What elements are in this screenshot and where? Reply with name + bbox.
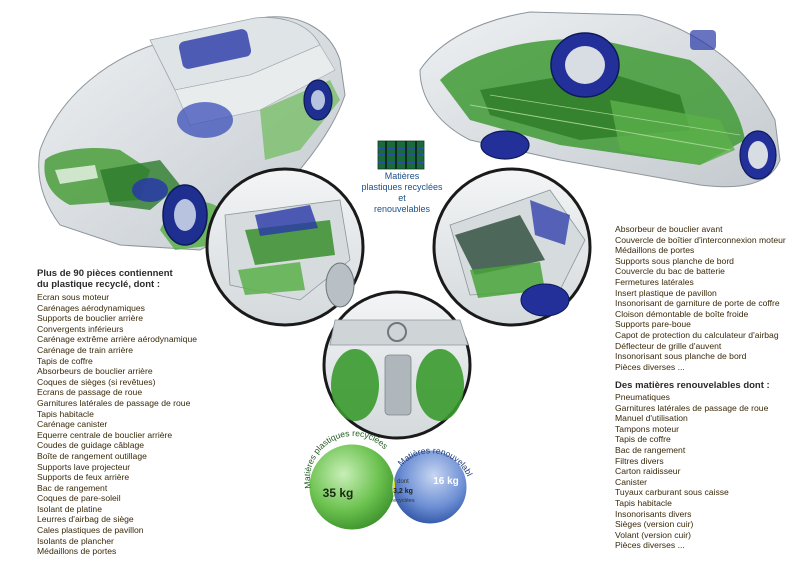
- list-item: Tapis de coffre: [615, 434, 671, 445]
- list-item: Leurres d'airbag de siège: [37, 514, 134, 525]
- list-item: Garnitures latérales de passage de roue: [615, 402, 769, 413]
- legend-swatch: [377, 140, 425, 170]
- list-item: Tuyaux carburant sous caisse: [615, 487, 729, 498]
- list-item: Pièces diverses ...: [615, 361, 685, 372]
- list-item: Filtres divers: [615, 455, 664, 466]
- venn-overlap-line1: dont: [397, 479, 409, 485]
- list-item: Médaillons de portes: [37, 546, 117, 557]
- list-item: Cales plastiques de pavillon: [37, 525, 144, 536]
- left-list-heading-line2: du plastique recyclé, dont :: [37, 279, 160, 290]
- list-item: Pièces diverses ...: [615, 540, 685, 551]
- car-underside-illustration: [419, 11, 781, 188]
- legend-line-4: renouvelables: [373, 204, 431, 214]
- list-item: Convergents inférieurs: [37, 323, 124, 334]
- list-item: Sièges (version cuir): [615, 519, 694, 530]
- list-item: Carénage de train arrière: [37, 344, 134, 355]
- list-item: Ecran sous moteur: [37, 292, 110, 302]
- list-item: Déflecteur de grille d'auvent: [615, 340, 722, 351]
- renewable-list-heading: Des matières renouvelables dont :: [615, 380, 770, 391]
- list-item: Manuel d'utilisation: [615, 413, 688, 424]
- legend-text: Matières plastiques recyclées et renouve…: [352, 171, 452, 215]
- list-item: Insonorisant de garniture de porte de co…: [615, 298, 780, 309]
- list-item: Tapis habitacle: [615, 497, 672, 508]
- list-item: Isolant de platine: [37, 503, 102, 514]
- list-item: Coques de sièges (si revêtues): [37, 376, 156, 387]
- list-item: Carénage canister: [37, 419, 108, 430]
- list-item: Carénages aérodynamiques: [37, 302, 145, 313]
- left-list-heading: Plus de 90 pièces contiennent du plastiq…: [37, 268, 173, 290]
- detail-circle-front: [432, 167, 592, 327]
- list-item: Pneumatiques: [615, 392, 670, 402]
- list-item: Insonorisant sous planche de bord: [615, 351, 747, 362]
- list-item: Garnitures latérales de passage de roue: [37, 397, 191, 408]
- list-item: Carton raidisseur: [615, 466, 681, 477]
- left-list-heading-line1: Plus de 90 pièces contiennent: [37, 268, 173, 279]
- list-item: Volant (version cuir): [615, 529, 691, 540]
- venn-overlap-line3: recyclées: [391, 498, 414, 504]
- legend-line-1: Matières: [384, 171, 420, 181]
- list-item: Insert plastique de pavillon: [615, 287, 717, 298]
- list-item: Isolants de plancher: [37, 535, 114, 546]
- venn-overlap-line2: 3,2 kg: [393, 488, 413, 495]
- list-item: Supports de bouclier arrière: [37, 313, 144, 324]
- venn-renewable-value: 16 kg: [433, 476, 459, 487]
- detail-circle-cabin: [322, 290, 472, 440]
- list-item: Fermetures latérales: [615, 276, 694, 287]
- list-item: Cloison démontable de boîte froide: [615, 308, 749, 319]
- list-item: Carénage extrême arrière aérodynamique: [37, 334, 198, 345]
- list-item: Insonorisants divers: [615, 508, 692, 519]
- list-item: Tampons moteur: [615, 423, 680, 434]
- car-front-three-quarter-illustration: [38, 16, 346, 251]
- list-item: Absorbeur de bouclier avant: [615, 224, 723, 234]
- list-item: Bac de rangement: [615, 444, 686, 455]
- venn-recycled-value: 35 kg: [323, 486, 354, 500]
- list-item: Médaillons de portes: [615, 245, 695, 256]
- legend-line-2: plastiques recyclées: [361, 182, 443, 192]
- list-item: Tapis habitacle: [37, 408, 94, 419]
- list-item: Supports lave projecteur: [37, 461, 131, 472]
- list-item: Coques de pare-soleil: [37, 493, 121, 504]
- detail-circle-trunk: [205, 167, 365, 327]
- legend-line-3: et: [398, 193, 406, 203]
- list-item: Boîte de rangement outillage: [37, 450, 147, 461]
- list-item: Bac de rangement: [37, 482, 108, 493]
- list-item: Supports pare-boue: [615, 319, 691, 330]
- list-item: Supports sous planche de bord: [615, 255, 734, 266]
- list-item: Couvercle du bac de batterie: [615, 266, 725, 277]
- list-item: Absorbeurs de bouclier arrière: [37, 366, 153, 377]
- list-item: Tapis de coffre: [37, 355, 93, 366]
- list-item: Couvercle de boîtier d'interconnexion mo…: [615, 234, 786, 245]
- list-item: Coudes de guidage câblage: [37, 440, 145, 451]
- list-item: Canister: [615, 476, 647, 487]
- list-item: Equerre centrale de bouclier arrière: [37, 429, 173, 440]
- list-item: Supports de feux arrière: [37, 472, 130, 483]
- list-item: Capot de protection du calculateur d'air…: [615, 329, 779, 340]
- list-item: Ecrans de passage de roue: [37, 387, 143, 398]
